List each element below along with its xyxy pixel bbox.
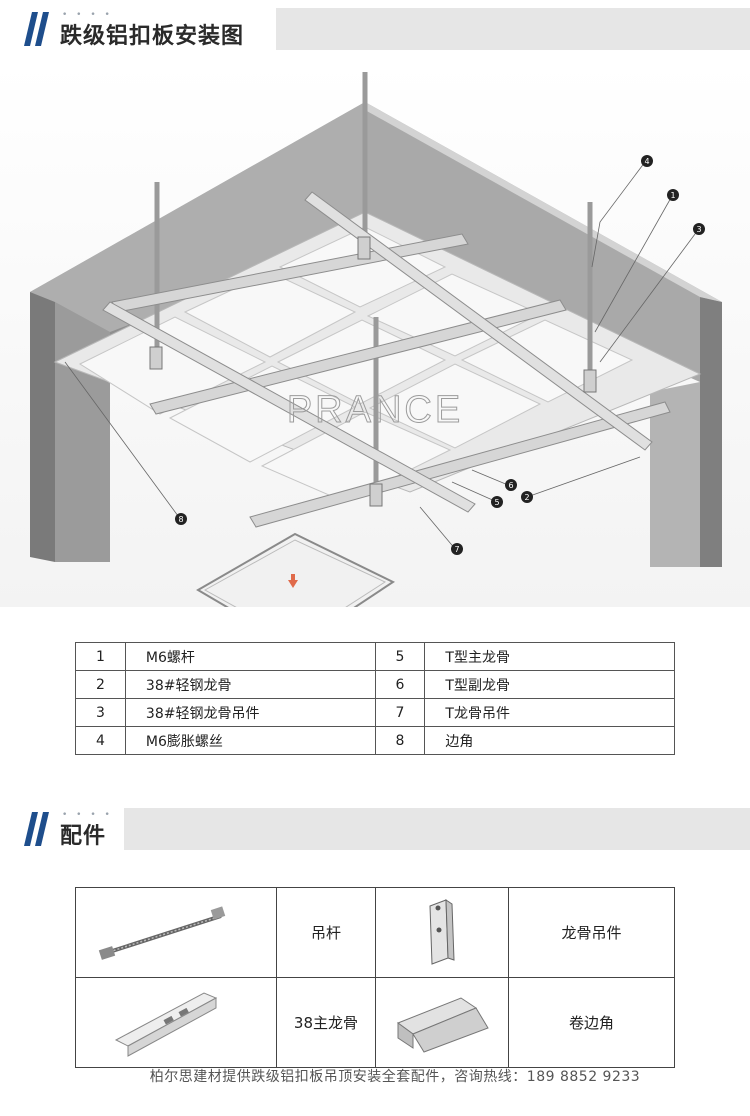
- parts-table: 1 M6螺杆 5 T型主龙骨 2 38#轻钢龙骨 6 T型副龙骨 3 38#轻钢…: [75, 642, 675, 755]
- part-number: 6: [374, 670, 426, 699]
- install-section-header: • • • • 跌级铝扣板安装图: [0, 8, 750, 50]
- accessories-table: 吊杆 龙骨吊件 38主龙骨: [75, 887, 676, 1068]
- part-name: 38#轻钢龙骨吊件: [124, 698, 376, 727]
- accessories-section-header: • • • • 配件: [0, 808, 750, 850]
- table-row: 2 38#轻钢龙骨 6 T型副龙骨: [75, 670, 675, 699]
- edge-angle-label: 卷边角: [507, 977, 676, 1068]
- part-name: 38#轻钢龙骨: [124, 670, 376, 699]
- svg-text:3: 3: [696, 225, 701, 234]
- watermark-logo: PRANCE: [287, 389, 463, 431]
- part-number: 1: [75, 642, 126, 671]
- svg-text:4: 4: [644, 157, 649, 166]
- table-row: 38主龙骨 卷边角: [75, 977, 676, 1068]
- header-dots: • • • •: [62, 10, 113, 20]
- header-bar: [276, 8, 750, 50]
- callout-2: 2: [521, 491, 533, 503]
- callout-markers: 4 1 3 6 2 5 7 8: [175, 155, 705, 555]
- part-number: 4: [75, 726, 126, 755]
- main-keel-image-cell: [75, 977, 277, 1068]
- keel-hanger-image: [429, 899, 455, 965]
- down-arrow-icon: [288, 580, 298, 588]
- installation-diagram: PRANCE 4 1 3 6 2 5 7 8: [0, 62, 750, 607]
- double-slash-icon: [24, 812, 49, 846]
- callout-3: 3: [693, 223, 705, 235]
- hanger-rod-image-cell: [75, 887, 277, 978]
- part-name: 边角: [424, 726, 675, 755]
- svg-text:7: 7: [454, 545, 459, 554]
- part-number: 2: [75, 670, 126, 699]
- part-name: M6膨胀螺丝: [124, 726, 376, 755]
- svg-text:8: 8: [178, 515, 183, 524]
- hanger-rod-image: [98, 906, 226, 960]
- svg-text:1: 1: [670, 191, 675, 200]
- leader-lines: [64, 161, 699, 551]
- callout-1: 1: [667, 189, 679, 201]
- install-section-title: 跌级铝扣板安装图: [60, 24, 245, 49]
- table-row: 1 M6螺杆 5 T型主龙骨: [75, 642, 675, 671]
- svg-text:5: 5: [494, 498, 499, 507]
- part-name: T龙骨吊件: [424, 698, 675, 727]
- part-number: 7: [374, 698, 426, 727]
- hanger-rod-label: 吊杆: [276, 887, 376, 978]
- table-row: 吊杆 龙骨吊件: [75, 887, 676, 978]
- callout-6: 6: [505, 479, 517, 491]
- header-bar: [124, 808, 750, 850]
- main-keel-image: [114, 992, 218, 1057]
- part-number: 5: [374, 642, 426, 671]
- falling-panel: [196, 532, 396, 607]
- table-row: 3 38#轻钢龙骨吊件 7 T龙骨吊件: [75, 698, 675, 727]
- part-name: M6螺杆: [124, 642, 376, 671]
- part-number: 3: [75, 698, 126, 727]
- keel-hanger-label: 龙骨吊件: [507, 887, 676, 978]
- table-row: 4 M6膨胀螺丝 8 边角: [75, 726, 675, 755]
- callout-7: 7: [451, 543, 463, 555]
- main-keel-label: 38主龙骨: [276, 977, 376, 1068]
- contact-footer: 柏尔思建材提供跌级铝扣板吊顶安装全套配件，咨询热线：189 8852 9233: [149, 1069, 641, 1085]
- edge-angle-image-cell: [374, 977, 509, 1068]
- edge-angle-image: [396, 997, 489, 1053]
- part-name: T型主龙骨: [424, 642, 675, 671]
- callout-8: 8: [175, 513, 187, 525]
- keel-hanger-image-cell: [374, 887, 509, 978]
- callout-4: 4: [641, 155, 653, 167]
- callout-5: 5: [491, 496, 503, 508]
- main-keels: [102, 191, 671, 528]
- part-name: T型副龙骨: [424, 670, 675, 699]
- keel-hangers: [149, 236, 597, 507]
- double-slash-icon: [24, 12, 49, 46]
- accessories-section-title: 配件: [60, 824, 107, 849]
- svg-text:2: 2: [524, 493, 529, 502]
- header-dots: • • • •: [62, 810, 113, 820]
- svg-text:6: 6: [508, 481, 513, 490]
- part-number: 8: [374, 726, 426, 755]
